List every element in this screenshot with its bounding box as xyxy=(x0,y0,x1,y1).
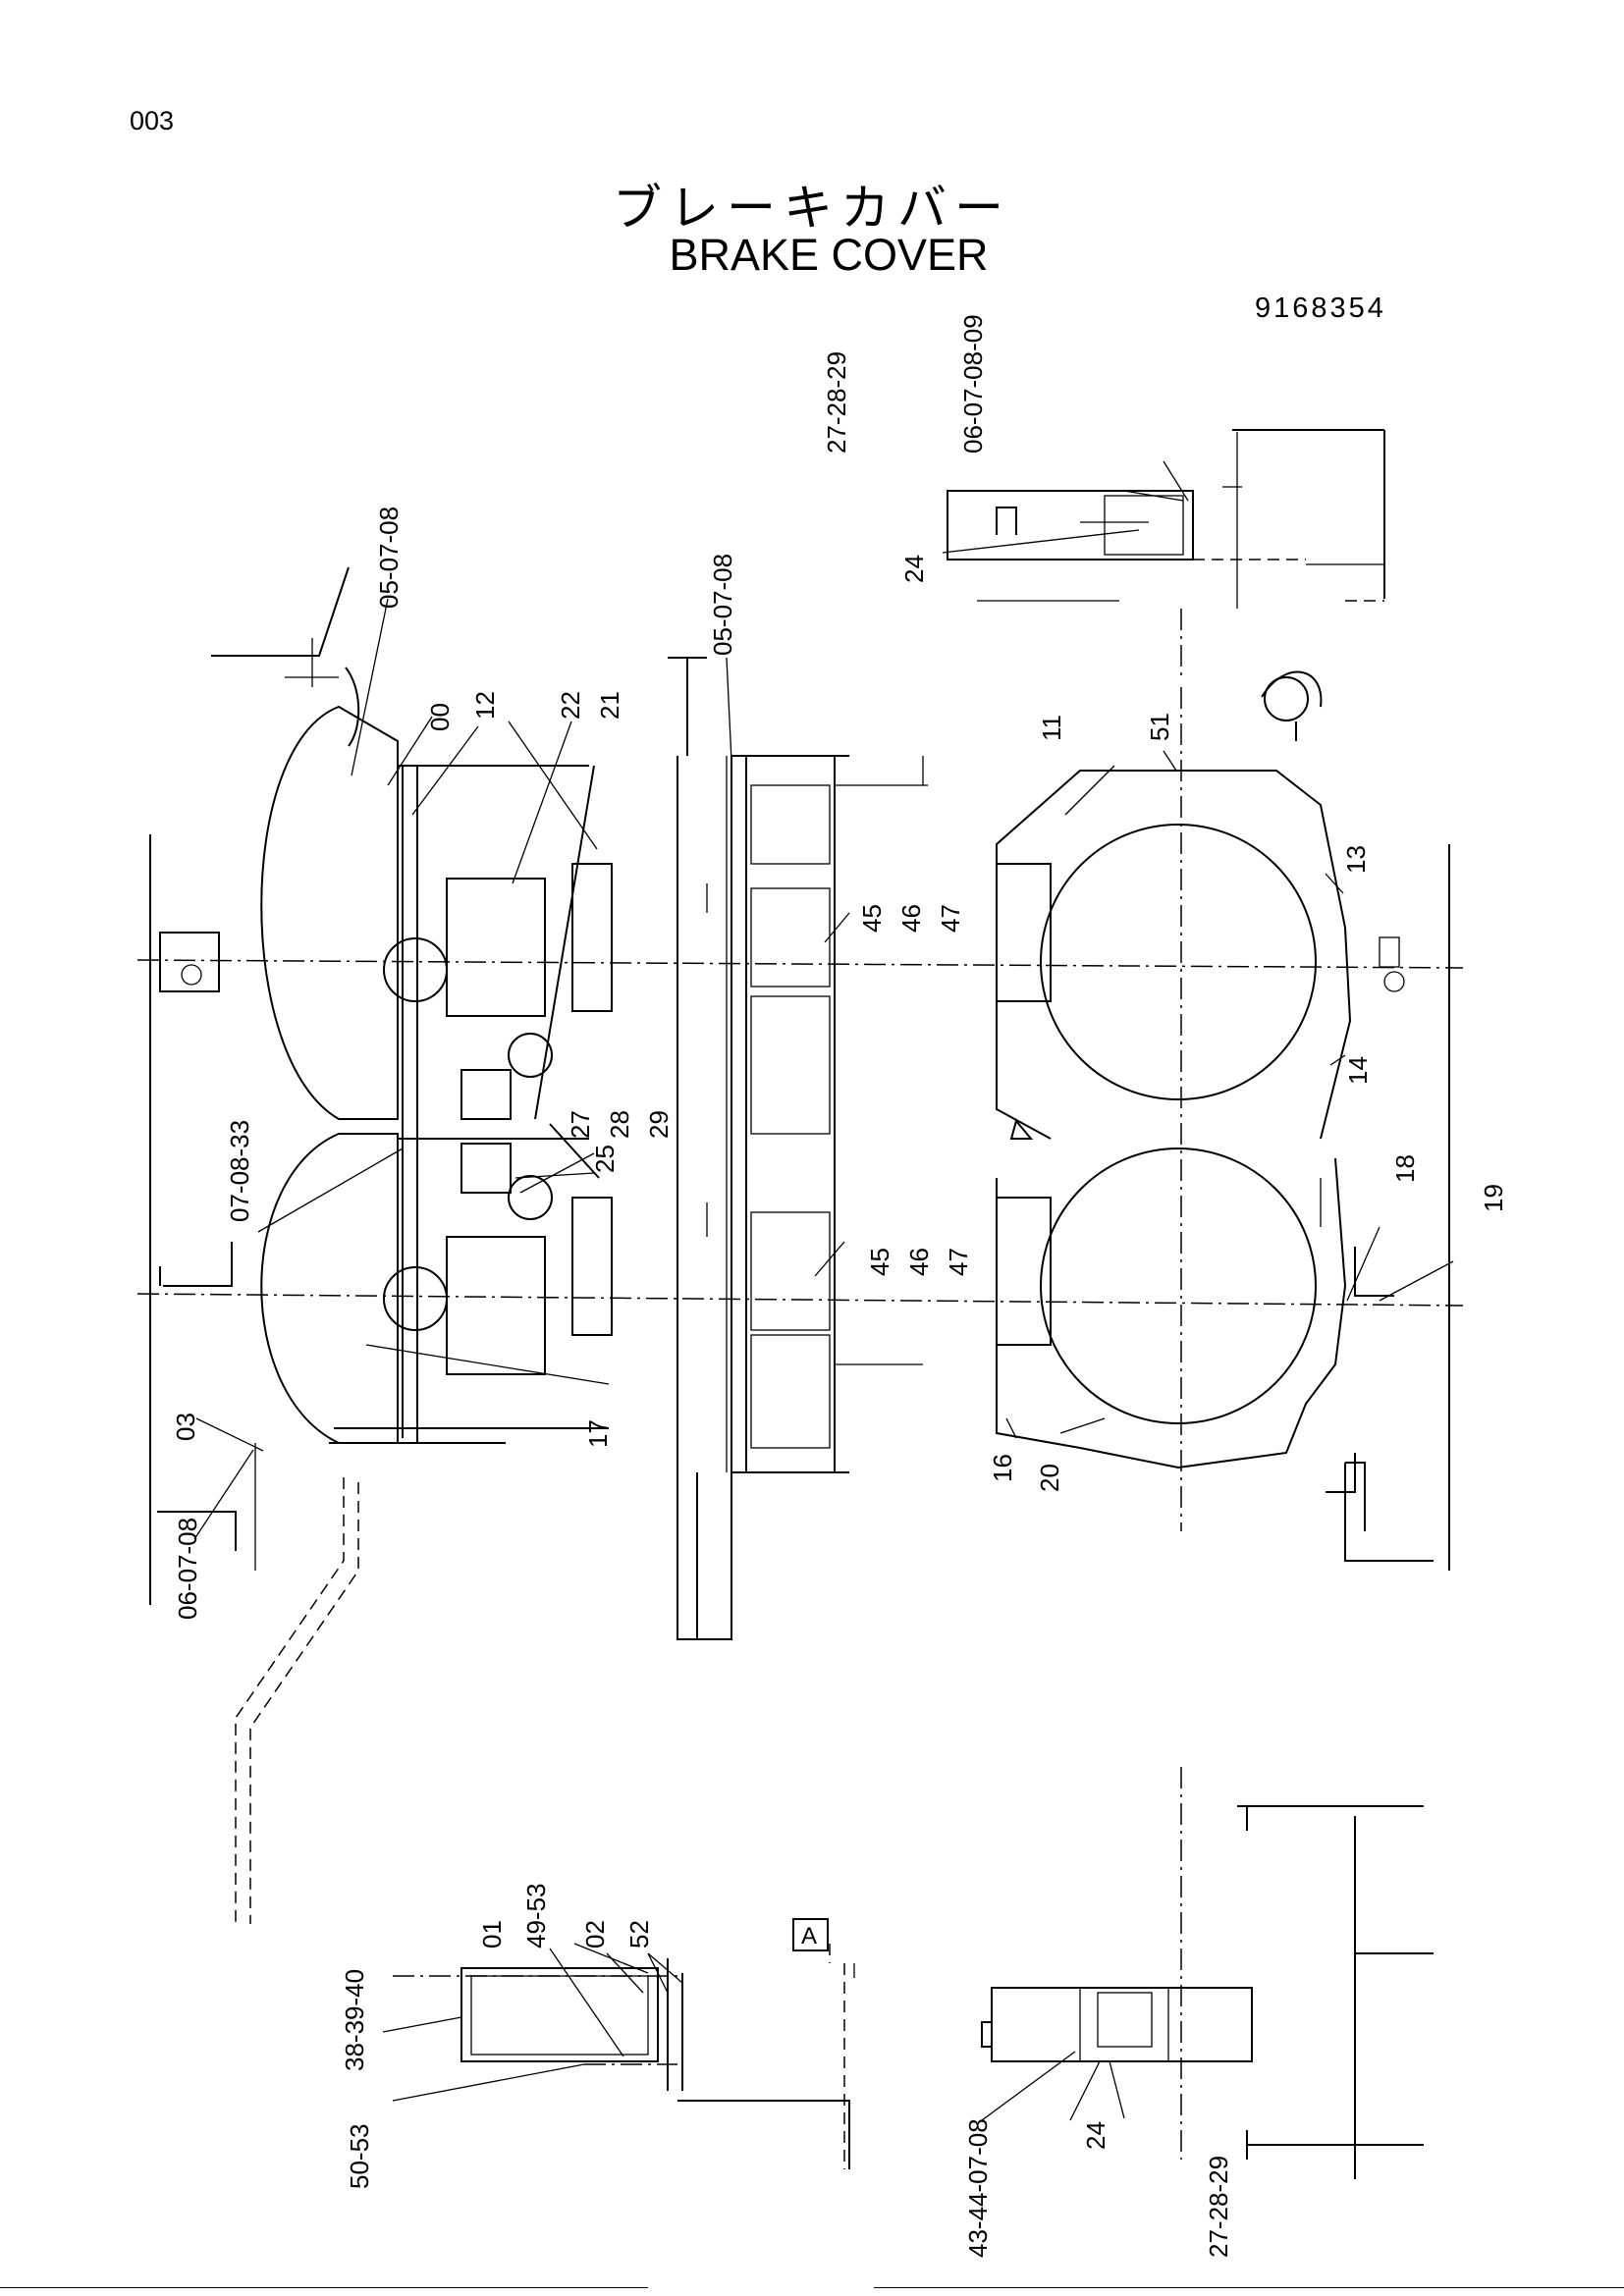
label-43-44-07-08: 43-44-07-08 xyxy=(963,2118,993,2258)
middle-brake-column xyxy=(668,657,928,1640)
view-a-label: A xyxy=(801,1923,817,1949)
label-45: 45 xyxy=(857,904,887,933)
centerline-lower xyxy=(136,1293,1464,1307)
label-29: 29 xyxy=(644,1110,674,1139)
label-27-28-29: 27-28-29 xyxy=(822,351,851,454)
page-title: BRAKE COVER xyxy=(669,230,989,280)
label-06-07-08: 06-07-08 xyxy=(173,1518,202,1620)
label-52: 52 xyxy=(624,1920,654,1949)
centerline-upper xyxy=(136,959,1464,969)
label-03: 03 xyxy=(171,1413,200,1441)
label-18: 18 xyxy=(1390,1154,1420,1183)
page-title-japanese: ブレーキカバー xyxy=(613,180,1011,237)
label-11: 11 xyxy=(1037,715,1066,741)
label-28: 28 xyxy=(605,1110,634,1139)
label-24: 24 xyxy=(899,555,929,583)
label-27: 27 xyxy=(566,1110,595,1139)
right-brake-assembly xyxy=(996,670,1450,1571)
bottom-right-detail xyxy=(981,1767,1434,2179)
label-47: 47 xyxy=(936,904,965,933)
footer-rule-right xyxy=(874,2287,1624,2288)
leader-lines xyxy=(193,460,1454,2121)
top-right-detail xyxy=(947,429,1385,677)
left-brake-assembly xyxy=(149,566,1405,1924)
label-38-39-40: 38-39-40 xyxy=(340,1969,369,2071)
label-16: 16 xyxy=(988,1454,1017,1482)
label-22: 22 xyxy=(556,691,585,720)
page-id: 003 xyxy=(130,106,175,135)
label-49-53: 49-53 xyxy=(521,1884,551,1949)
footer-rule-left xyxy=(0,2287,648,2288)
label-19: 19 xyxy=(1479,1184,1508,1212)
label-20: 20 xyxy=(1035,1464,1064,1492)
part-number: 9168354 xyxy=(1255,293,1386,324)
label-05-07-08: 05-07-08 xyxy=(374,507,404,609)
label-01: 01 xyxy=(477,1920,507,1949)
label-45: 45 xyxy=(865,1248,894,1276)
label-27-28-29: 27-28-29 xyxy=(1204,2156,1233,2258)
label-24: 24 xyxy=(1081,2121,1110,2150)
label-12: 12 xyxy=(470,691,500,720)
label-13: 13 xyxy=(1341,845,1371,874)
label-00: 00 xyxy=(425,703,455,731)
label-21: 21 xyxy=(595,691,624,720)
part-labels: 27-28-29 06-07-08-09 24 05-07-08 05-07-0… xyxy=(171,314,1508,2258)
label-51: 51 xyxy=(1145,713,1174,741)
label-14: 14 xyxy=(1343,1056,1373,1085)
label-46: 46 xyxy=(904,1248,934,1276)
label-02: 02 xyxy=(580,1920,610,1949)
label-07-08-33: 07-08-33 xyxy=(225,1120,254,1222)
label-05-07-08: 05-07-08 xyxy=(708,554,737,656)
label-25: 25 xyxy=(590,1145,620,1173)
view-a-marker xyxy=(792,1918,829,1951)
label-47: 47 xyxy=(944,1248,973,1276)
label-46: 46 xyxy=(896,904,926,933)
label-17: 17 xyxy=(583,1419,613,1448)
label-50-53: 50-53 xyxy=(345,2124,374,2190)
bottom-left-detail: A xyxy=(393,1918,855,2169)
label-06-07-08-09: 06-07-08-09 xyxy=(958,314,988,454)
